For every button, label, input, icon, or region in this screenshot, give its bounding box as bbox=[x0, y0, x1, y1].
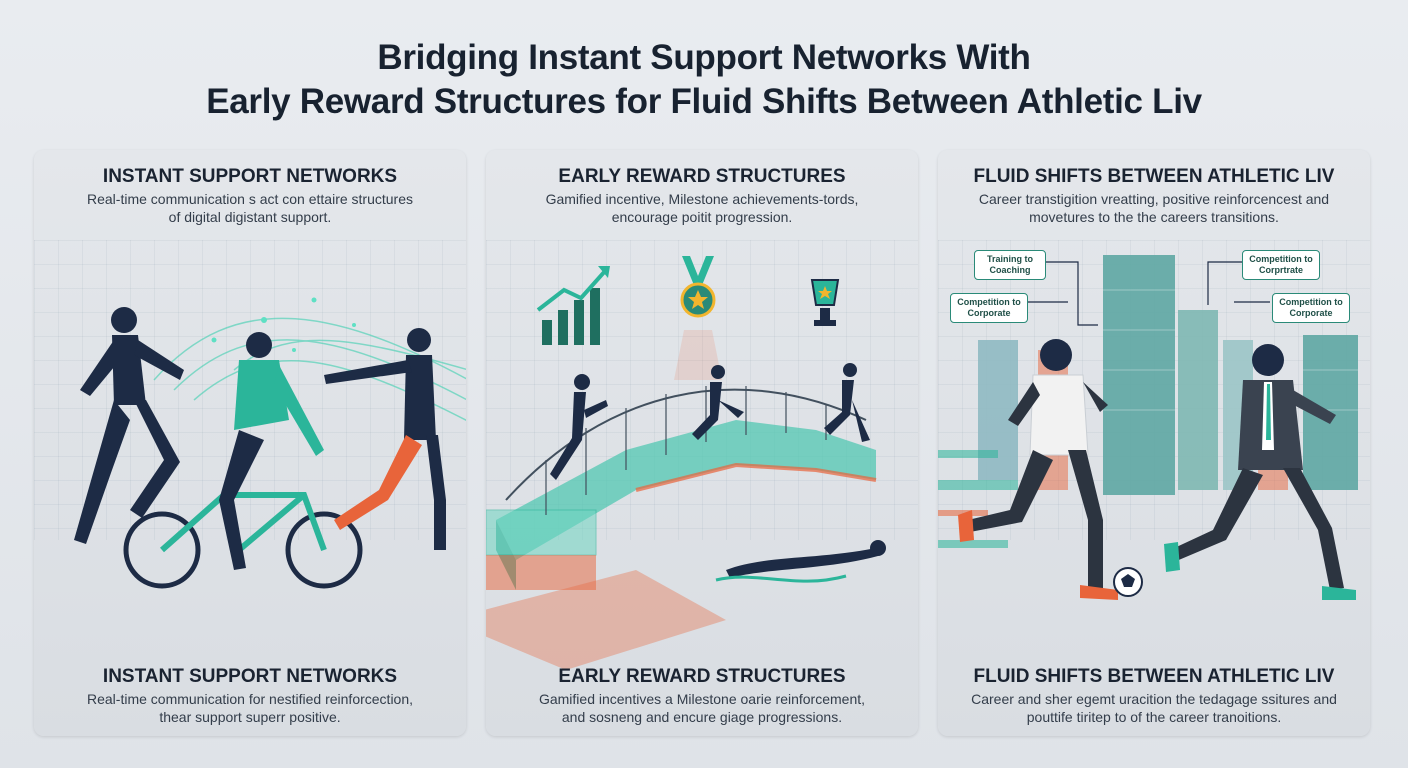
growth-chart-icon bbox=[536, 266, 610, 345]
athlete-runner bbox=[958, 339, 1118, 600]
panel-description-line: Career transtigition vreatting, positive… bbox=[978, 191, 1330, 207]
transition-tag: Competition to Corprtrate bbox=[1242, 250, 1320, 280]
panel-heading: INSTANT SUPPORT NETWORKS bbox=[102, 166, 398, 187]
title-line-2: Early Reward Structures for Fluid Shifts… bbox=[206, 82, 1202, 121]
panel-description-line: thear support superr positive. bbox=[159, 709, 341, 725]
connector-lines bbox=[1026, 261, 1270, 326]
glass-bridge bbox=[486, 386, 877, 670]
panel-heading: FLUID SHIFTS BETWEEN ATHLETIC LIV bbox=[973, 166, 1335, 187]
panel-description: Gamified incentives a Milestone oarie re… bbox=[506, 690, 898, 726]
bridge-runners bbox=[550, 363, 870, 480]
panel-fluid-shifts: FLUID SHIFTS BETWEEN ATHLETIC LIV Career… bbox=[938, 150, 1370, 736]
runner-silhouette bbox=[74, 307, 184, 544]
title-line-1: Bridging Instant Support Networks With bbox=[377, 38, 1031, 77]
panel-description-line: Gamified incentives a Milestone oarie re… bbox=[538, 691, 866, 707]
transition-tag: Competition to Corporate bbox=[1272, 293, 1350, 323]
panel-heading: EARLY REWARD STRUCTURES bbox=[558, 166, 846, 187]
career-shift-illustration bbox=[938, 255, 1358, 600]
cyclist-silhouette bbox=[123, 332, 363, 589]
panel-description-line: pouttife tiritep to of the career tranoi… bbox=[1026, 709, 1282, 725]
panel-description-line: of digital digistant support. bbox=[168, 209, 332, 225]
motion-streaks bbox=[938, 450, 1018, 548]
panel-description: Real-time communication for nestified re… bbox=[54, 690, 446, 726]
athletes-illustration bbox=[74, 297, 466, 589]
soccer-ball-icon bbox=[1113, 567, 1143, 597]
signal-dots bbox=[211, 297, 356, 352]
transition-tag: Training to Coaching bbox=[974, 250, 1046, 280]
panel-description-line: movetures to the the careers transitions… bbox=[1029, 209, 1279, 225]
runner-silhouette-woman bbox=[324, 328, 446, 550]
panel-heading: FLUID SHIFTS BETWEEN ATHLETIC LIV bbox=[973, 666, 1335, 687]
panel-early-reward: EARLY REWARD STRUCTURES Gamified incenti… bbox=[486, 150, 918, 736]
medal-icon bbox=[674, 256, 722, 380]
panel-description-line: encourage poitit progression. bbox=[611, 209, 793, 225]
panel-description: Career transtigition vreatting, positive… bbox=[958, 190, 1350, 226]
transition-tag: Competition to Corporate bbox=[950, 293, 1028, 323]
businessman-runner bbox=[1164, 344, 1356, 600]
panel-heading: EARLY REWARD STRUCTURES bbox=[558, 666, 846, 687]
panel-description-line: Career and sher egemt uracition the teda… bbox=[971, 691, 1337, 707]
swimmer-silhouette bbox=[715, 540, 886, 583]
trophy-icon bbox=[810, 279, 840, 326]
panel-description-line: and sosneng and encure giage progression… bbox=[561, 709, 843, 725]
panel-description: Gamified incentive, Milestone achievemen… bbox=[506, 190, 898, 226]
panel-description-line: Gamified incentive, Milestone achievemen… bbox=[545, 191, 859, 207]
panel-description-line: Real-time communication s act con ettair… bbox=[86, 191, 413, 207]
panel-description-line: Real-time communication for nestified re… bbox=[86, 691, 414, 707]
panel-heading: INSTANT SUPPORT NETWORKS bbox=[102, 666, 398, 687]
page-title: Bridging Instant Support Networks With E… bbox=[0, 36, 1408, 124]
panel-description: Career and sher egemt uracition the teda… bbox=[958, 690, 1350, 726]
panel-instant-support: INSTANT SUPPORT NETWORKS Real-time commu… bbox=[34, 150, 466, 736]
bridge-illustration bbox=[486, 256, 886, 670]
panel-description: Real-time communication s act con ettair… bbox=[54, 190, 446, 226]
